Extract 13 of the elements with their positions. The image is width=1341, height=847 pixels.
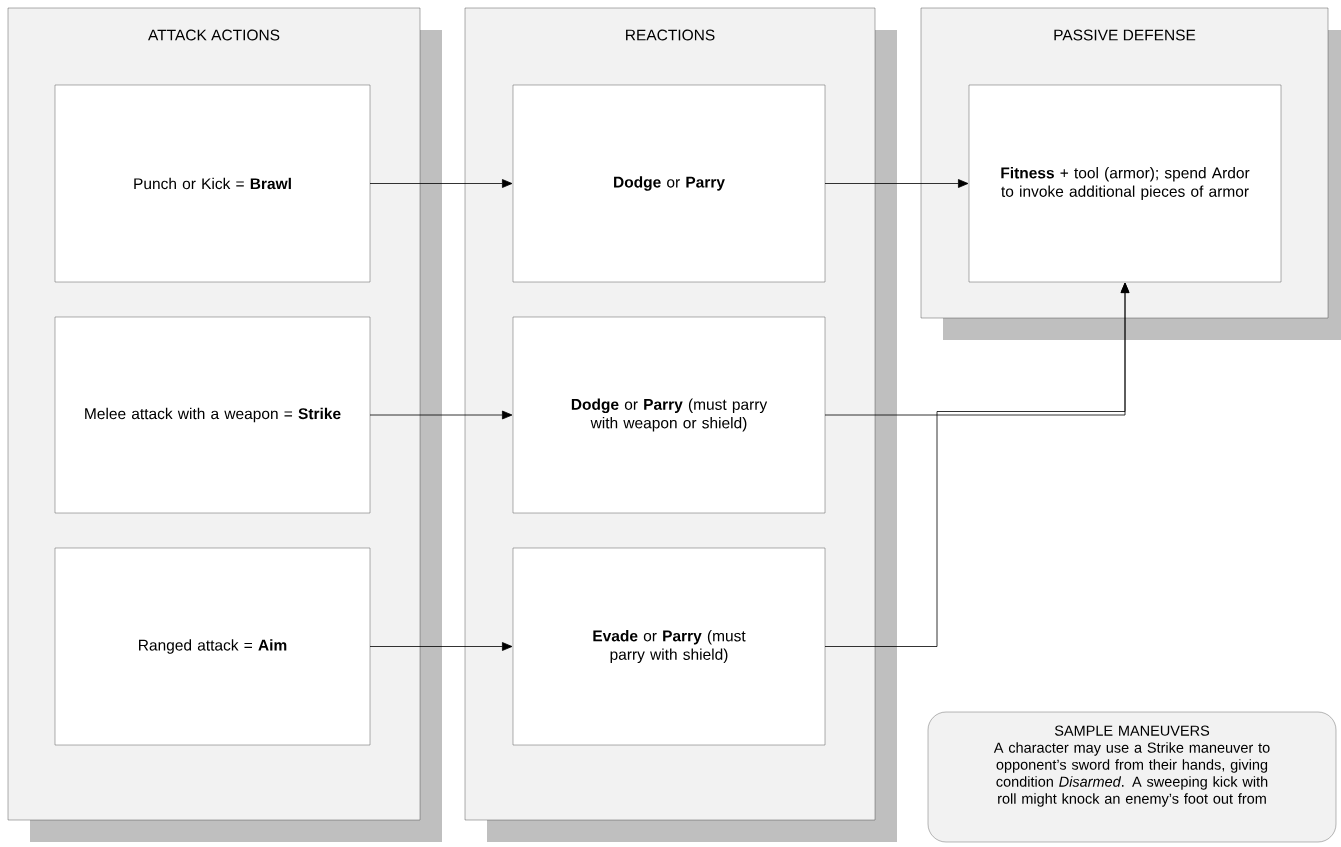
- text-box: Ranged attack = Aim: [54, 547, 371, 746]
- text-box: Dodge or Parry (must parry with weapon or shield): [512, 316, 826, 514]
- note-card: SAMPLE MANEUVERS A character may use a Strike maneuver to opponent’s sword from their hands, giving condition Disarmed. A sweeping kick with roll might knock an enemy’s foot out from: [927, 711, 1337, 843]
- text-box: Punch or Kick = Brawl: [54, 84, 371, 283]
- arrow: [369, 179, 513, 188]
- text-box: Fitness + tool (armor); spend Ardor to invoke additional pieces of armor: [968, 84, 1282, 283]
- text-box: Evade or Parry (must parry with shield): [512, 547, 826, 746]
- arrow: [824, 179, 969, 188]
- text-box: Melee attack with a weapon = Strike: [54, 316, 371, 514]
- arrow: [369, 642, 513, 651]
- arrow: [824, 282, 1130, 647]
- arrow: [369, 410, 513, 420]
- text-box: Dodge or Parry: [512, 84, 826, 283]
